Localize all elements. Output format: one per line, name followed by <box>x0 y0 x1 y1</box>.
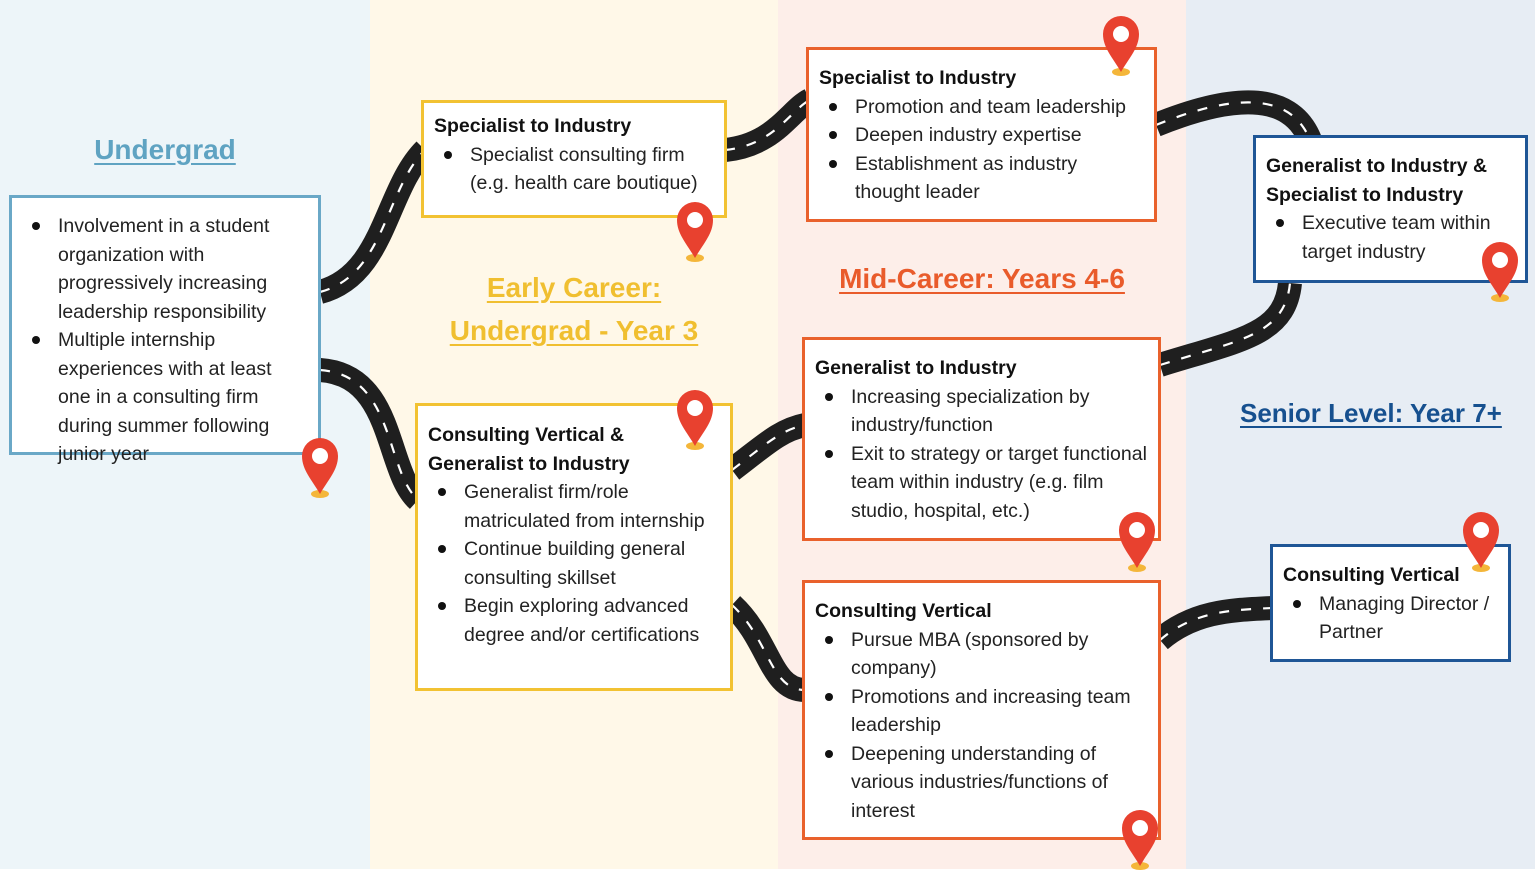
senior-consulting-box: Consulting Vertical Managing Director / … <box>1270 544 1511 662</box>
road-early-specialist-to-mid-specialist <box>723 89 817 162</box>
box-title-line1: Consulting Vertical & <box>428 424 625 446</box>
map-pin-icon <box>302 438 338 498</box>
box-title: Consulting Vertical <box>815 600 992 622</box>
mid-specialist-box: Specialist to Industry Promotion and tea… <box>806 47 1157 222</box>
road-early-consulting-to-mid-generalist <box>724 413 808 480</box>
undergrad-box: Involvement in a student organization wi… <box>9 195 321 465</box>
mid-generalist-list: Increasing specialization by industry/fu… <box>815 383 1148 526</box>
list-item: Increasing specialization by industry/fu… <box>815 383 1148 440</box>
senior-consulting-list: Managing Director / Partner <box>1283 590 1498 647</box>
senior-industry-list: Executive team within target industry <box>1266 209 1515 266</box>
list-item: Multiple internship experiences with at … <box>22 326 308 469</box>
box-title-line2: Generalist to Industry <box>428 452 630 475</box>
mid-consulting-box: Consulting Vertical Pursue MBA (sponsore… <box>802 580 1161 840</box>
list-item: Deepening understanding of various indus… <box>815 740 1148 826</box>
list-item: Specialist consulting firm (e.g. health … <box>434 141 714 198</box>
box-title-line1: Generalist to Industry & <box>1266 155 1488 177</box>
stage-heading-mid-career: Mid-Career: Years 4-6 <box>839 263 1125 294</box>
road-mid-consulting-to-senior-consulting <box>1152 596 1273 650</box>
list-item: Managing Director / Partner <box>1283 590 1498 647</box>
stage-heading-early-career-line1: Early Career: <box>486 272 662 303</box>
mid-specialist-list: Promotion and team leadership Deepen ind… <box>819 93 1144 207</box>
mid-generalist-box: Generalist to Industry Increasing specia… <box>802 337 1161 541</box>
list-item: Generalist firm/role matriculated from i… <box>428 478 720 535</box>
early-consulting-list: Generalist firm/role matriculated from i… <box>428 478 720 649</box>
mid-consulting-list: Pursue MBA (sponsored by company) Promot… <box>815 626 1148 826</box>
list-item: Continue building general consulting ski… <box>428 535 720 592</box>
list-item: Promotions and increasing team leadershi… <box>815 683 1148 740</box>
road-mid-specialist-to-senior-industry <box>1151 90 1322 146</box>
map-pin-icon <box>1122 810 1158 870</box>
list-item: Executive team within target industry <box>1266 209 1515 266</box>
map-pin-icon <box>677 202 713 262</box>
map-pin-icon <box>1119 512 1155 572</box>
early-specialist-box: Specialist to Industry Specialist consul… <box>421 100 727 218</box>
undergrad-list: Involvement in a student organization wi… <box>22 212 308 469</box>
early-specialist-list: Specialist consulting firm (e.g. health … <box>434 141 714 198</box>
box-title: Consulting Vertical <box>1283 564 1460 586</box>
box-title: Specialist to Industry <box>819 67 1017 89</box>
list-item: Deepen industry expertise <box>819 121 1144 150</box>
box-title: Specialist to Industry <box>434 115 632 137</box>
list-item: Begin exploring advanced degree and/or c… <box>428 592 720 649</box>
list-item: Involvement in a student organization wi… <box>22 212 308 326</box>
map-pin-icon <box>1103 16 1139 76</box>
road-early-consulting-to-mid-consulting <box>723 596 807 702</box>
stage-heading-undergrad: Undergrad <box>94 134 236 165</box>
list-item: Promotion and team leadership <box>819 93 1144 122</box>
map-pin-icon <box>1463 512 1499 572</box>
road-mid-generalist-to-senior-industry <box>1156 281 1302 377</box>
early-consulting-box: Consulting Vertical & Generalist to Indu… <box>415 403 733 691</box>
road-undergrad-to-early-consulting <box>318 358 427 509</box>
list-item: Pursue MBA (sponsored by company) <box>815 626 1148 683</box>
box-title: Generalist to Industry <box>815 357 1017 379</box>
list-item: Establishment as industry thought leader <box>819 150 1144 207</box>
list-item: Exit to strategy or target functional te… <box>815 440 1148 526</box>
stage-heading-early-career-line2: Undergrad - Year 3 <box>449 315 699 346</box>
map-pin-icon <box>1482 242 1518 302</box>
box-title-line2: Specialist to Industry <box>1266 183 1464 206</box>
stage-heading-early-career: Early Career: Undergrad - Year 3 <box>424 266 724 352</box>
map-pin-icon <box>677 390 713 450</box>
stage-heading-senior: Senior Level: Year 7+ <box>1240 398 1502 428</box>
road-undergrad-to-early-specialist <box>316 141 434 304</box>
